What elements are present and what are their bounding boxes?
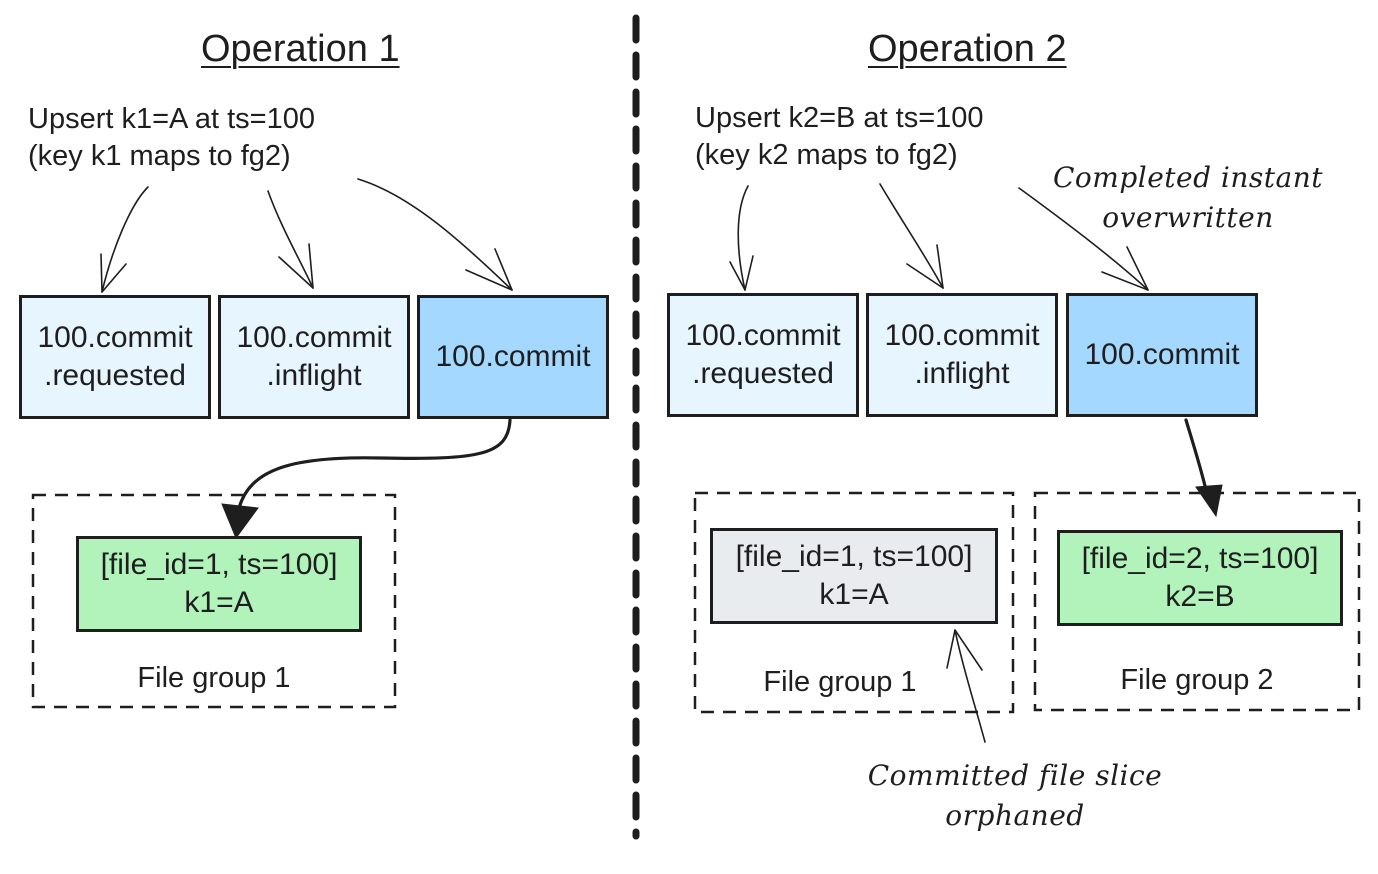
op1-file-slice-line1: [file_id=1, ts=100] (100, 548, 338, 581)
op1-instant-inflight-line2: .inflight (266, 359, 362, 392)
op2-note: Upsert k2=B at ts=100 (key k2 maps to fg… (695, 100, 984, 174)
op2-instant-commit-line1: 100.commit (1084, 338, 1240, 371)
op2-arrow-commit-to-slice (1184, 418, 1223, 518)
op2-orphaned-file-slice-line1: [file_id=1, ts=100] (735, 540, 973, 573)
op2-annotation-orphaned-line1: Committed file slice (867, 759, 1163, 792)
op2-arrow-orphaned-to-slice (946, 629, 986, 743)
op2-arrow-to-requested (729, 185, 754, 291)
op1-instant-commit-line1: 100.commit (435, 340, 591, 373)
op1-instant-requested: 100.commit .requested (19, 295, 211, 419)
op2-file-group-1-frame (693, 491, 1015, 714)
op1-file-group-1-frame (31, 493, 397, 709)
op2-new-file-slice: [file_id=2, ts=100] k2=B (1057, 530, 1343, 626)
op1-arrow-to-requested (100, 186, 149, 293)
op1-instant-inflight-line1: 100.commit (236, 321, 392, 354)
op2-orphaned-file-slice-line2: k1=A (819, 578, 889, 611)
op2-note-line1: Upsert k2=B at ts=100 (695, 102, 984, 134)
op1-file-slice: [file_id=1, ts=100] k1=A (76, 536, 362, 632)
op1-arrow-to-inflight (267, 190, 314, 289)
op2-orphaned-file-slice: [file_id=1, ts=100] k1=A (710, 528, 998, 624)
op2-annotation-overwritten-line1: Completed instant (1052, 161, 1323, 194)
op1-title: Operation 1 (201, 28, 400, 70)
op2-annotation-overwritten-line2: overwritten (1102, 201, 1274, 234)
op2-annotation-orphaned: Committed file slice orphaned (850, 756, 1180, 836)
op2-instant-inflight-line1: 100.commit (884, 319, 1040, 352)
op1-note-line1: Upsert k1=A at ts=100 (28, 103, 315, 135)
op2-instant-requested-line1: 100.commit (685, 319, 841, 352)
op2-arrow-to-inflight (879, 183, 944, 289)
op1-file-group-1-label: File group 1 (137, 662, 291, 694)
op2-file-group-2-frame (1033, 491, 1361, 712)
op2-annotation-overwritten: Completed instant overwritten (1040, 158, 1336, 238)
op1-note: Upsert k1=A at ts=100 (key k1 maps to fg… (28, 101, 315, 175)
op1-file-slice-line2: k1=A (184, 586, 254, 619)
op1-instant-requested-line1: 100.commit (37, 321, 193, 354)
op1-instant-commit: 100.commit (417, 295, 609, 419)
op1-instant-inflight: 100.commit .inflight (218, 295, 410, 419)
op2-arrow-overwritten-to-commit (1018, 187, 1149, 291)
op1-note-line2: (key k1 maps to fg2) (28, 140, 291, 172)
op2-file-group-2-label: File group 2 (1120, 664, 1274, 696)
op2-instant-inflight: 100.commit .inflight (866, 293, 1058, 417)
op1-instant-requested-line2: .requested (44, 359, 186, 392)
op2-file-group-1-label: File group 1 (763, 666, 917, 698)
op1-arrow-to-commit (357, 178, 513, 291)
op2-note-line2: (key k2 maps to fg2) (695, 139, 958, 171)
op2-instant-requested-line2: .requested (692, 357, 834, 390)
op2-instant-commit: 100.commit (1066, 293, 1258, 417)
op2-new-file-slice-line1: [file_id=2, ts=100] (1081, 542, 1319, 575)
op2-instant-requested: 100.commit .requested (667, 293, 859, 417)
op2-title: Operation 2 (868, 28, 1067, 70)
op2-new-file-slice-line2: k2=B (1165, 580, 1235, 613)
op1-arrow-commit-to-slice (221, 418, 512, 540)
op2-annotation-orphaned-line2: orphaned (945, 799, 1085, 832)
op2-instant-inflight-line2: .inflight (914, 357, 1010, 390)
